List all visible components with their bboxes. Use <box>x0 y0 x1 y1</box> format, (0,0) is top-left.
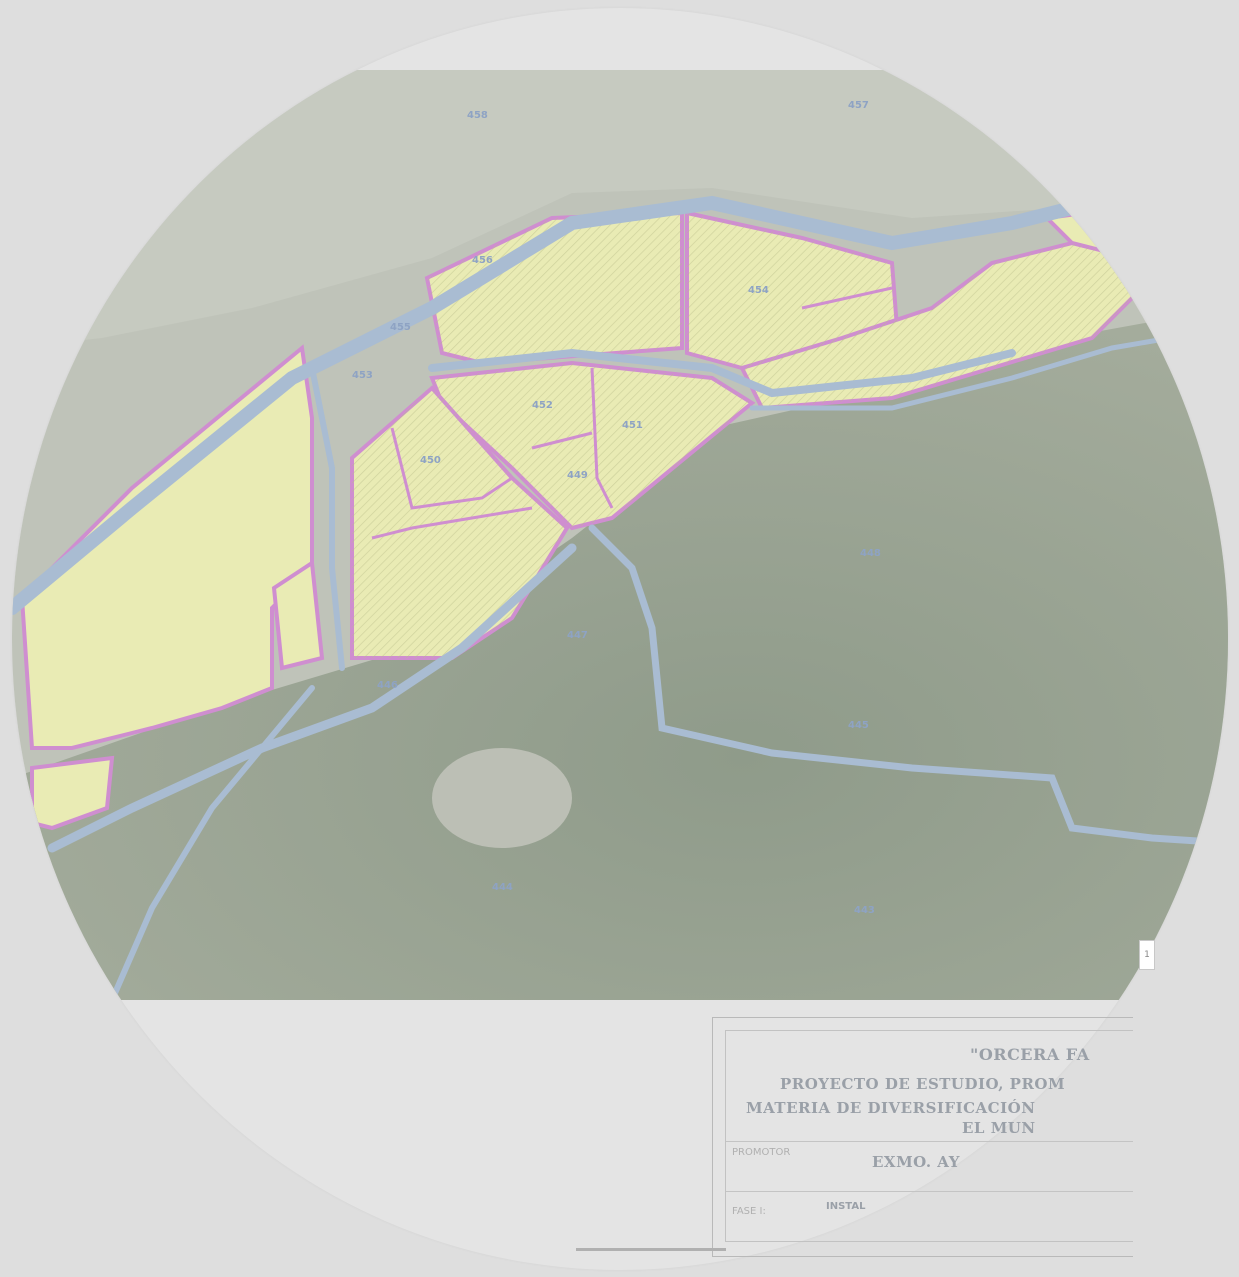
promoter-label: PROMOTOR <box>732 1147 791 1158</box>
parcel-west <box>19 344 314 750</box>
parcel-hatching <box>352 213 1142 658</box>
divider <box>726 1191 1133 1192</box>
parcel-number-labels: 458 457 456 455 454 453 452 451 450 449 … <box>352 100 881 916</box>
parcel-label: 451 <box>622 420 643 431</box>
project-line-3: EL MUN <box>962 1119 1036 1137</box>
parcel-label: 447 <box>567 630 588 641</box>
promoter-name: EXMO. AY <box>872 1153 960 1171</box>
upper-terrain <box>12 70 1228 348</box>
parcel-label: 450 <box>420 455 441 466</box>
main-river <box>12 181 1228 615</box>
circular-viewport: 458 457 456 455 454 453 452 451 450 449 … <box>12 8 1228 1270</box>
project-name: "ORCERA FA <box>970 1045 1090 1064</box>
bottom-binding-bar <box>576 1248 726 1251</box>
southwest-stream <box>47 543 577 853</box>
sheet-number-badge: 1 <box>1139 940 1155 970</box>
parcel-label: 449 <box>567 470 588 481</box>
west-creek <box>309 365 345 671</box>
project-line-2: MATERIA DE DIVERSIFICACIÓN <box>746 1099 1036 1117</box>
central-channel <box>428 348 1016 398</box>
rocky-clearing <box>432 748 572 848</box>
parcel-label: 455 <box>390 322 411 333</box>
phase-label: FASE I: <box>732 1206 766 1217</box>
parcel-label: 456 <box>472 255 493 266</box>
tributary-south <box>588 524 1228 847</box>
parcel-label: 452 <box>532 400 553 411</box>
parcel-label: 457 <box>848 100 869 111</box>
southwest-creek <box>109 685 315 1003</box>
phase-value: INSTAL <box>826 1201 866 1212</box>
parcel-label: 445 <box>848 720 869 731</box>
forest-area <box>12 308 1228 1000</box>
parcel-label: 448 <box>860 548 881 559</box>
aerial-map: 458 457 456 455 454 453 452 451 450 449 … <box>12 70 1228 1003</box>
tributary-east <box>749 325 1228 411</box>
title-block: "ORCERA FA PROYECTO DE ESTUDIO, PROM MAT… <box>712 1017 1133 1257</box>
parcel-label: 453 <box>352 370 373 381</box>
project-line-1: PROYECTO DE ESTUDIO, PROM <box>780 1075 1066 1093</box>
parcel-label: 444 <box>492 882 513 893</box>
parcel-label: 443 <box>854 905 875 916</box>
parcel-subdivisions <box>371 286 893 540</box>
parcel-south-west <box>30 755 115 831</box>
parcel-small-strip <box>271 559 325 671</box>
waterways <box>12 181 1228 1003</box>
divider <box>726 1141 1133 1142</box>
parcel-label: 446 <box>377 680 398 691</box>
parcel-label: 454 <box>748 285 769 296</box>
title-block-frame: "ORCERA FA PROYECTO DE ESTUDIO, PROM MAT… <box>725 1030 1133 1242</box>
parcel-label: 458 <box>467 110 488 121</box>
